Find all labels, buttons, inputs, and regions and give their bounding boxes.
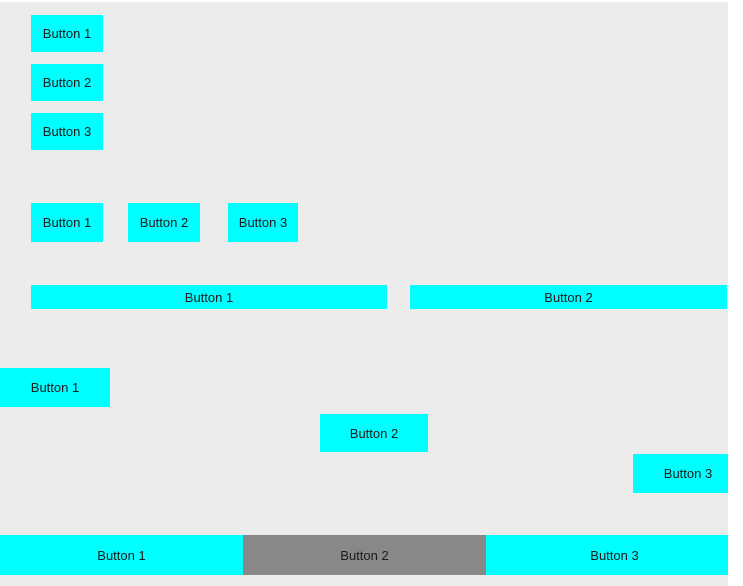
vertical-stack-button-1[interactable]: Button 1 — [31, 15, 103, 52]
wide-bar-button-1[interactable]: Button 1 — [31, 285, 387, 309]
bottom-bar-button-1[interactable]: Button 1 — [0, 535, 243, 575]
wide-bar-button-2[interactable]: Button 2 — [410, 285, 727, 309]
bottom-bar-button-2[interactable]: Button 2 — [243, 535, 486, 575]
staircase-button-2[interactable]: Button 2 — [320, 414, 428, 452]
bottom-bar-button-3[interactable]: Button 3 — [486, 535, 728, 575]
vertical-stack-button-2[interactable]: Button 2 — [31, 64, 103, 101]
horizontal-row-button-1[interactable]: Button 1 — [31, 203, 103, 242]
vertical-stack-button-3[interactable]: Button 3 — [31, 113, 103, 150]
horizontal-row-button-2[interactable]: Button 2 — [128, 203, 200, 242]
content-canvas: Button 1 Button 2 Button 3 Button 1 Butt… — [0, 2, 728, 586]
top-edge-strip — [0, 0, 743, 2]
horizontal-row-button-3[interactable]: Button 3 — [228, 203, 298, 242]
staircase-button-1[interactable]: Button 1 — [0, 368, 110, 407]
right-gutter — [728, 0, 743, 586]
staircase-button-3[interactable]: Button 3 — [633, 454, 728, 493]
